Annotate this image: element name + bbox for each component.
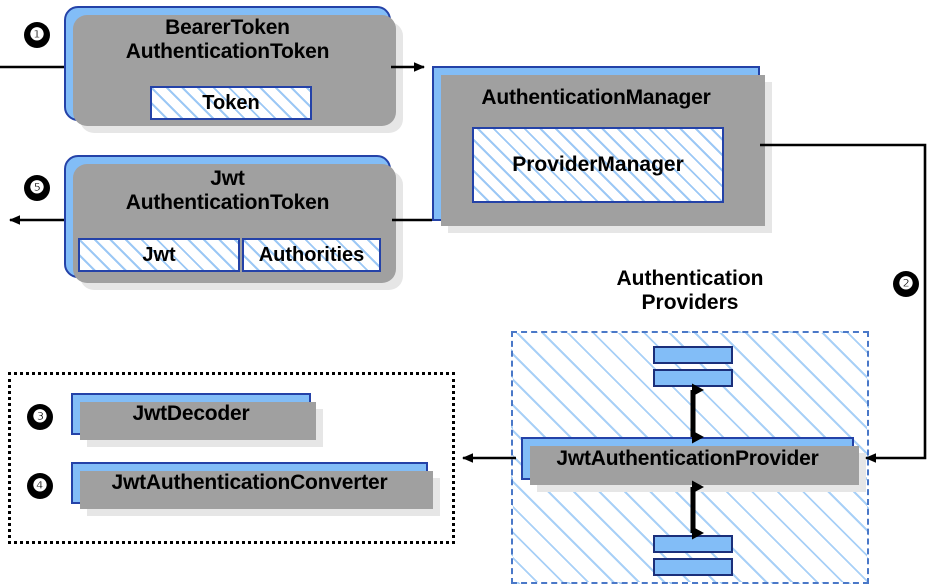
node-title: JwtAuthenticationProvider — [556, 446, 819, 470]
node-title: JwtAuthenticationConverter — [111, 471, 388, 495]
step-marker-1: ❶ — [24, 22, 50, 48]
inner-box-jwt[interactable]: Jwt — [78, 238, 240, 272]
node-title-line1: Jwt — [210, 167, 245, 190]
node-title-line2: AuthenticationToken — [125, 190, 330, 214]
inner-box-token[interactable]: Token — [150, 86, 312, 120]
node-title-line2: AuthenticationToken — [125, 39, 330, 63]
provider-bar-top-2 — [653, 369, 733, 387]
step-marker-5: ❺ — [24, 175, 50, 201]
step-marker-2: ❷ — [893, 271, 919, 297]
provider-bar-bottom-1 — [653, 535, 733, 553]
group-caption-line2: Providers — [641, 290, 739, 314]
inner-box-authorities[interactable]: Authorities — [242, 238, 381, 272]
node-title: JwtDecoder — [132, 402, 250, 426]
group-caption-authentication-providers: Authentication Providers — [588, 267, 792, 314]
node-jwt-authentication-token[interactable]: Jwt AuthenticationToken Jwt Authorities — [64, 155, 403, 290]
step-marker-4: ❹ — [27, 473, 53, 499]
node-title-line1: BearerToken — [165, 16, 290, 39]
node-jwt-authentication-converter[interactable]: JwtAuthenticationConverter — [71, 462, 440, 516]
step-marker-3: ❸ — [27, 404, 53, 430]
node-title: Jwt AuthenticationToken — [125, 167, 330, 214]
node-bearer-token-authentication-token[interactable]: BearerToken AuthenticationToken Token — [64, 6, 403, 133]
node-authentication-manager[interactable]: AuthenticationManager ProviderManager — [432, 66, 772, 233]
group-caption-line1: Authentication — [616, 267, 764, 290]
provider-bar-top-1 — [653, 346, 733, 364]
provider-bar-bottom-2 — [653, 558, 733, 576]
inner-box-provider-manager[interactable]: ProviderManager — [472, 127, 724, 203]
node-jwt-decoder[interactable]: JwtDecoder — [71, 393, 323, 447]
node-jwt-authentication-provider[interactable]: JwtAuthenticationProvider — [521, 437, 866, 492]
node-title: AuthenticationManager — [481, 86, 711, 109]
node-title: BearerToken AuthenticationToken — [125, 16, 330, 63]
